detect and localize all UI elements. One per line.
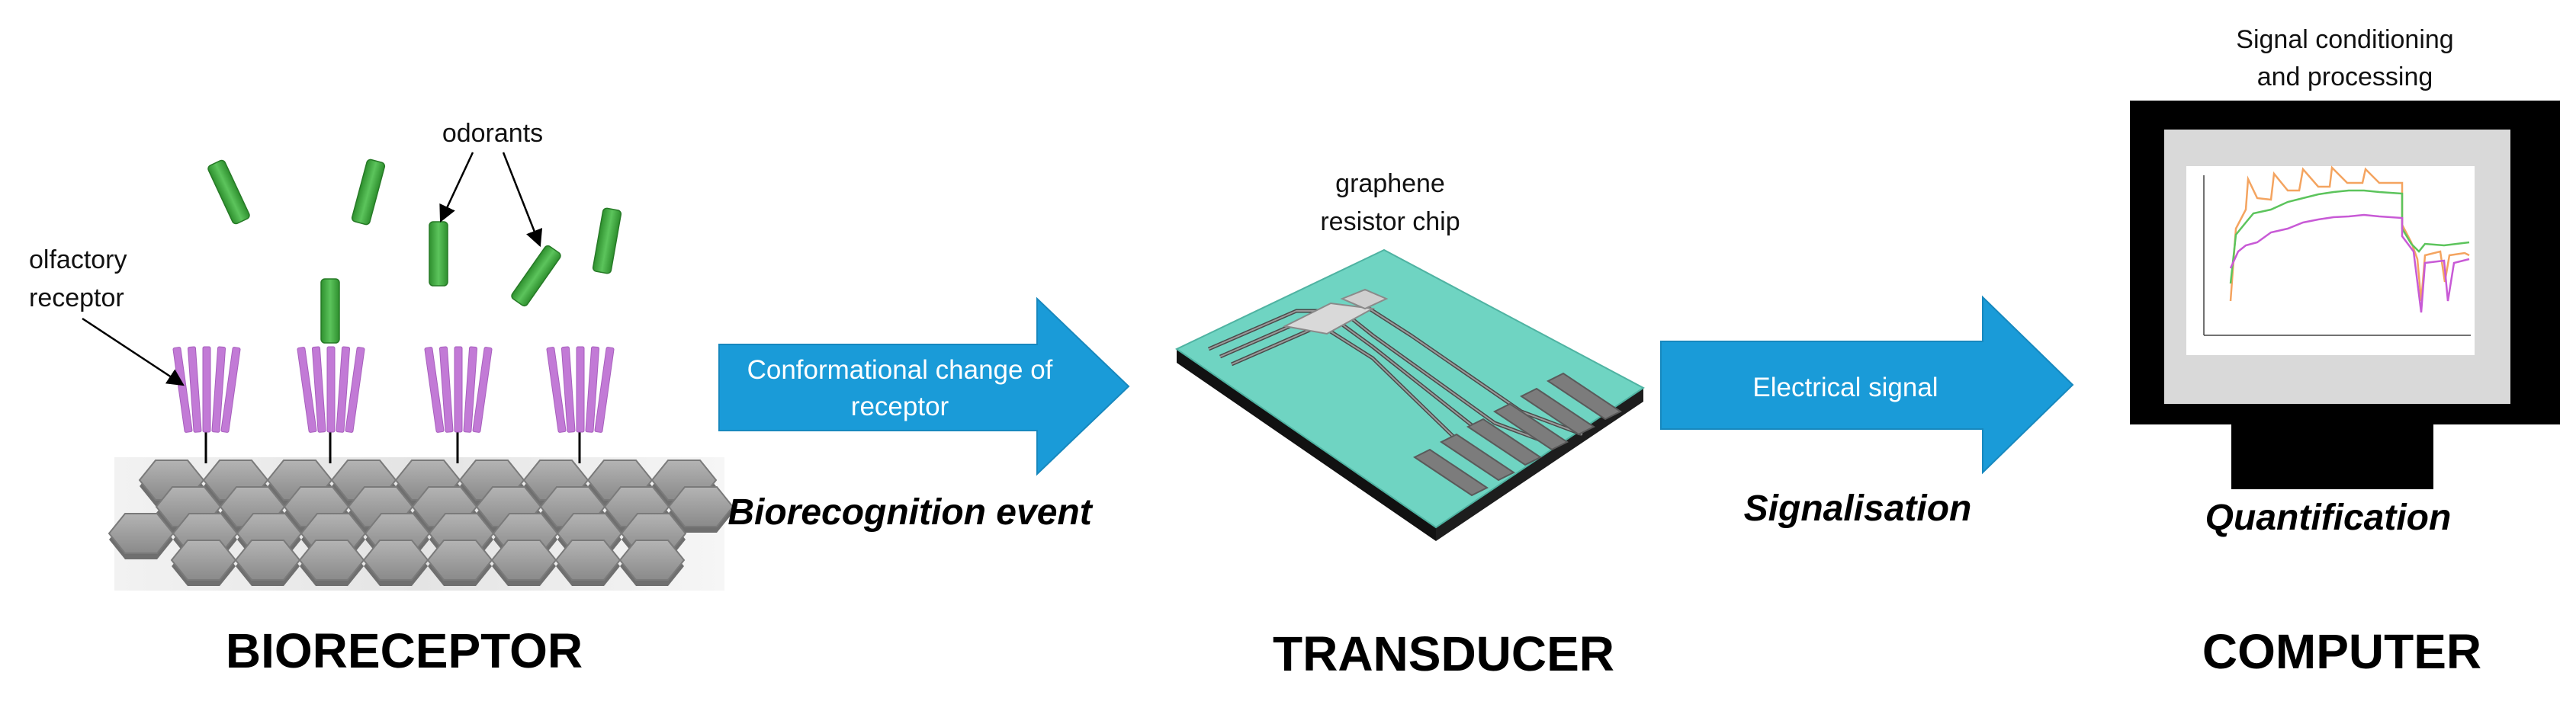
olfactory-receptor: [297, 346, 365, 463]
sensor-response-plot: [2186, 165, 2475, 355]
olfactory-receptor: [546, 346, 615, 463]
odorants-pointer-1: [439, 152, 474, 223]
receptor-helix: [311, 346, 326, 433]
odorant-molecule: [351, 159, 386, 226]
hexagon-cell: [298, 540, 365, 581]
computer-monitor: [2130, 101, 2560, 489]
receptor-helix: [472, 347, 493, 433]
hexagon-cell: [490, 540, 557, 581]
hexagon-cell: [108, 513, 175, 554]
receptor-helix: [345, 347, 365, 433]
electrical-signal-arrow: Electrical signal: [1660, 295, 2074, 475]
arrow2-label: Electrical signal: [1752, 373, 1938, 402]
hexagon-cell: [426, 540, 493, 581]
odorant-molecule: [511, 245, 561, 307]
signal-label-line1: Signal conditioning: [2236, 25, 2453, 54]
receptor-helix: [438, 346, 454, 433]
hexagon-cell: [618, 540, 686, 581]
odorant-molecule: [429, 221, 448, 287]
signal-label-line2: and processing: [2257, 62, 2433, 91]
receptor-helix: [576, 346, 585, 433]
hexagon-cell: [234, 540, 301, 581]
conformational-change-arrow: Conformational change of receptor: [718, 296, 1130, 476]
hexagon-cell: [554, 540, 622, 581]
odorants-pointer-2: [502, 152, 543, 248]
receptor-helix: [560, 346, 576, 433]
receptor-pointer: [82, 317, 185, 386]
odorant-molecule: [320, 278, 340, 344]
receptor-helix: [463, 346, 478, 433]
bioreceptor-panel: odorants olfactory receptor BIORECEPTOR: [29, 119, 734, 678]
receptor-helix: [424, 347, 445, 433]
event-signalisation: Signalisation: [1744, 488, 1972, 529]
olfactory-receptor-label-line1: olfactory: [29, 245, 127, 274]
olfactory-receptor-label-line2: receptor: [29, 283, 124, 312]
monitor-stand: [2231, 424, 2433, 489]
arrow1-label-line2: receptor: [851, 392, 949, 421]
olfactory-receptor: [172, 346, 241, 463]
receptor-helix: [336, 346, 351, 433]
olfactory-receptors: [172, 346, 615, 463]
hexagon-cell: [170, 540, 237, 581]
odorant-molecules: [207, 159, 622, 344]
odorants-label: odorants: [442, 119, 543, 148]
receptor-helix: [202, 346, 211, 433]
receptor-helix: [326, 346, 336, 433]
receptor-helix: [546, 347, 567, 433]
section-title-transducer: TRANSDUCER: [1273, 626, 1614, 681]
receptor-helix: [297, 347, 317, 433]
odorant-molecule: [207, 159, 250, 225]
receptor-helix: [585, 346, 600, 433]
computer-panel: Signal conditioning and processing Quant…: [2130, 25, 2560, 679]
hexagon-cell: [667, 486, 734, 527]
transducer-panel: graphene resistor chip: [1175, 169, 1645, 681]
olfactory-receptor: [424, 346, 493, 463]
receptor-helix: [220, 347, 241, 433]
graphene-label-line2: resistor chip: [1320, 207, 1460, 236]
graphene-resistor-chip: [1175, 248, 1645, 541]
arrow1-label-line1: Conformational change of: [747, 355, 1053, 385]
section-title-bioreceptor: BIORECEPTOR: [226, 623, 583, 678]
receptor-helix: [211, 346, 226, 433]
odorant-molecule: [592, 207, 622, 274]
event-quantification: Quantification: [2205, 498, 2452, 538]
receptor-helix: [187, 346, 202, 433]
hexagon-cell: [362, 540, 429, 581]
receptor-helix: [454, 346, 463, 433]
receptor-helix: [172, 347, 193, 433]
section-title-computer: COMPUTER: [2202, 624, 2481, 679]
graphene-label-line1: graphene: [1335, 169, 1445, 198]
event-biorecognition: Biorecognition event: [728, 492, 1093, 533]
receptor-helix: [594, 347, 615, 433]
graphene-hexagon-lattice: [108, 460, 734, 586]
